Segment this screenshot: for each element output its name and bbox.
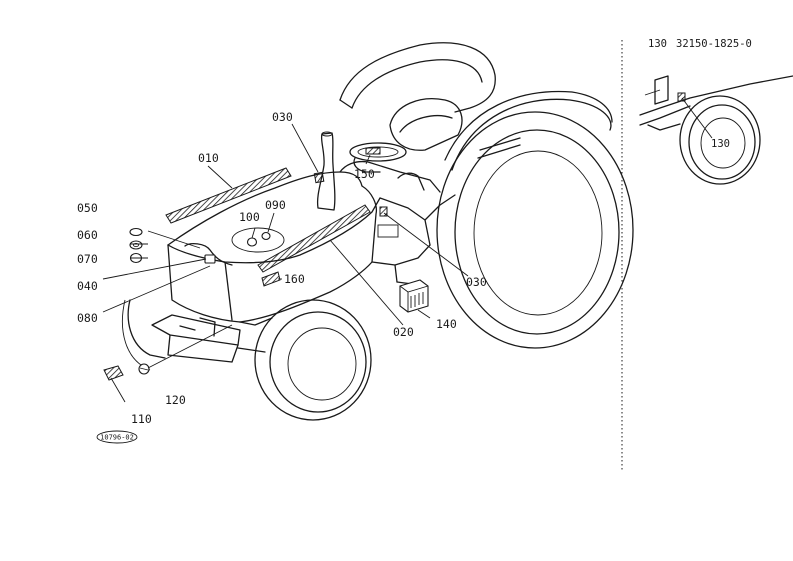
- decal-010-hood-stripe: [165, 167, 292, 224]
- decal-160: [261, 271, 281, 287]
- exhaust-pipe: [316, 132, 336, 211]
- part-060-washer: [129, 240, 143, 250]
- label-080: 080: [77, 311, 98, 325]
- emblem-090: [261, 231, 271, 241]
- part-050-cap: [129, 227, 143, 237]
- label-030-right: 030: [466, 275, 487, 289]
- drawing-code-stamp: 10796-02: [96, 430, 138, 444]
- label-030-top: 030: [272, 110, 293, 124]
- label-060: 060: [77, 228, 98, 242]
- label-120: 120: [165, 393, 186, 407]
- inset-header: 130 32150-1825-0: [648, 38, 752, 50]
- label-020: 020: [393, 325, 414, 339]
- label-010: 010: [198, 151, 219, 165]
- seat: [389, 98, 463, 151]
- decal-020-hood-stripe: [257, 204, 371, 273]
- decal-130-inset: [677, 92, 686, 102]
- inset-header-part-number: 32150-1825-0: [676, 38, 752, 50]
- decal-150: [365, 147, 381, 155]
- label-090: 090: [265, 198, 286, 212]
- inset-header-ref: 130: [648, 38, 667, 50]
- decal-030-right: [379, 206, 388, 217]
- label-150: 150: [354, 167, 375, 181]
- label-130-inset: 130: [711, 138, 730, 150]
- front-bumper: [151, 314, 241, 346]
- inset-rear-view: [639, 75, 793, 185]
- label-050: 050: [77, 201, 98, 215]
- hood: [167, 171, 381, 323]
- steering-wheel: [349, 142, 407, 162]
- label-070: 070: [77, 252, 98, 266]
- label-040: 040: [77, 279, 98, 293]
- tractor-illustration: [122, 42, 634, 421]
- rear-fender-canopy: [339, 42, 496, 113]
- decal-030-top: [313, 171, 325, 184]
- leader-lines: [102, 97, 713, 403]
- label-100: 100: [239, 210, 260, 224]
- emblem-040: [204, 254, 216, 264]
- label-160: 160: [284, 272, 305, 286]
- badge-110: [103, 365, 124, 381]
- drawing-code-text: 10796-02: [100, 434, 134, 442]
- component-140: [399, 279, 429, 313]
- label-110: 110: [131, 412, 152, 426]
- rear-wheel: [436, 90, 634, 349]
- front-wheel: [254, 299, 372, 421]
- label-140: 140: [436, 317, 457, 331]
- part-number-labels: 010 030 050 060 070 040 080 100 090 160 …: [77, 110, 730, 426]
- emblem-100: [246, 237, 258, 247]
